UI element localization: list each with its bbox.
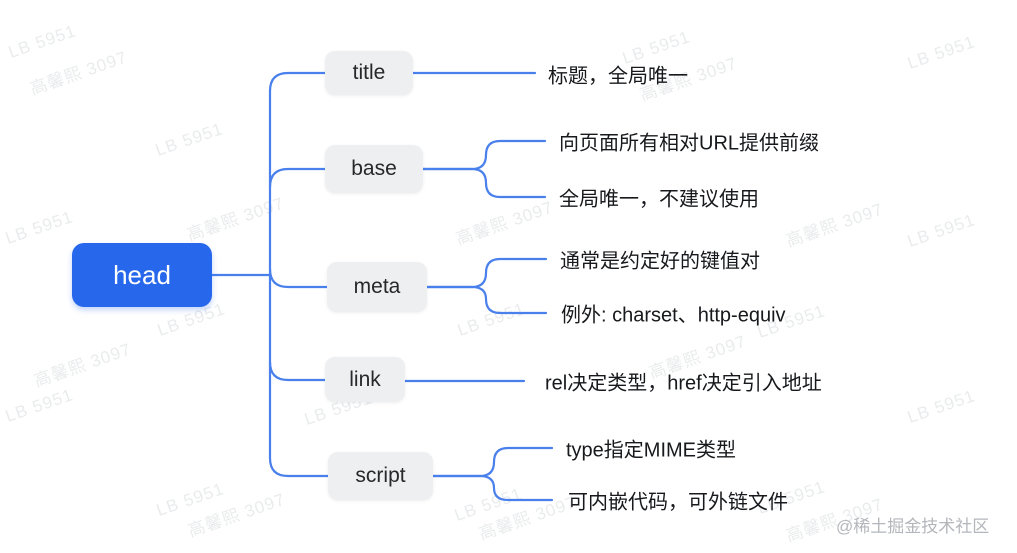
meta-branch bbox=[268, 267, 329, 289]
base-leaf-line-top bbox=[421, 139, 547, 171]
leaf-title-1[interactable]: 标题，全局唯一 bbox=[548, 65, 688, 88]
node-base[interactable]: base bbox=[325, 145, 423, 193]
leaf-meta-2[interactable]: 例外: charset、http-equiv bbox=[561, 304, 786, 327]
node-link[interactable]: link bbox=[325, 357, 405, 402]
trunk-line bbox=[268, 71, 330, 478]
leaf-base-1[interactable]: 向页面所有相对URL提供前缀 bbox=[559, 132, 820, 155]
node-link-label: link bbox=[349, 367, 381, 391]
base-leaf-line-bottom bbox=[421, 167, 547, 199]
leaf-meta-1[interactable]: 通常是约定好的键值对 bbox=[560, 250, 760, 273]
node-script[interactable]: script bbox=[328, 452, 433, 500]
site-credit: @稀土掘金技术社区 bbox=[836, 517, 990, 536]
leaf-script-2[interactable]: 可内嵌代码，可外链文件 bbox=[568, 491, 788, 514]
leaf-base-2[interactable]: 全局唯一，不建议使用 bbox=[559, 188, 759, 211]
leaf-link-1[interactable]: rel决定类型，href决定引入地址 bbox=[545, 372, 822, 395]
script-leaf-line-top bbox=[431, 446, 554, 478]
node-meta[interactable]: meta bbox=[327, 262, 427, 312]
meta-leaf-line-bottom bbox=[425, 285, 548, 315]
link-branch bbox=[268, 360, 327, 382]
node-head[interactable]: head bbox=[72, 243, 212, 307]
node-head-label: head bbox=[113, 259, 171, 290]
script-leaf-line-bottom bbox=[431, 474, 554, 502]
leaf-script-1[interactable]: type指定MIME类型 bbox=[566, 439, 737, 462]
node-script-label: script bbox=[355, 464, 406, 487]
node-title[interactable]: title bbox=[325, 51, 413, 95]
node-meta-label: meta bbox=[353, 275, 401, 298]
meta-leaf-line-top bbox=[425, 257, 548, 289]
base-branch bbox=[268, 167, 327, 189]
node-title-label: title bbox=[352, 61, 386, 84]
node-base-label: base bbox=[351, 157, 397, 180]
